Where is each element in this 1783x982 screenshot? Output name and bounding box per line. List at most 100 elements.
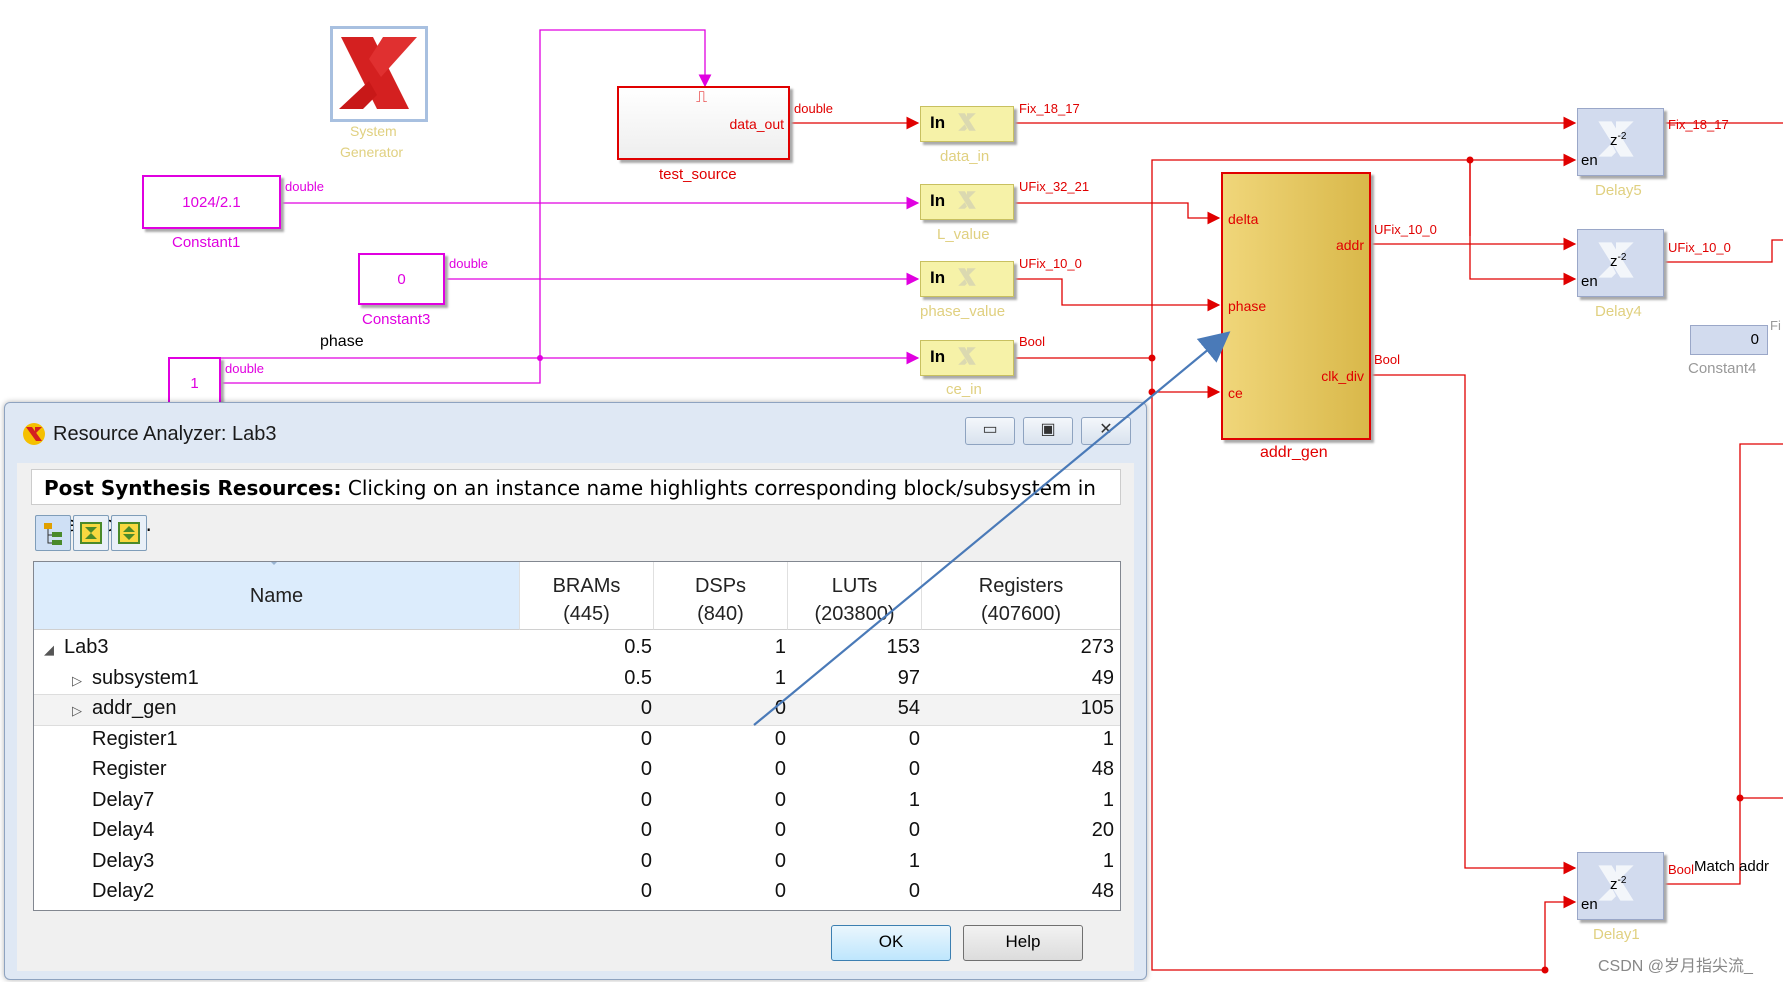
cell-brams: 0.5 (624, 636, 652, 658)
port-delta: delta (1228, 211, 1259, 227)
signal-ufix-32-21: UFix_32_21 (1019, 179, 1090, 194)
xilinx-logo-icon (339, 37, 417, 109)
magenta-wires (221, 29, 920, 384)
match-addr-label: Match addr (1694, 858, 1770, 875)
dialog-body: Post Synthesis Resources: Clicking on an… (17, 463, 1134, 971)
expander-icon[interactable]: ▷ (72, 703, 82, 718)
signal-ufix-10-0-a: UFix_10_0 (1019, 256, 1082, 271)
ok-button[interactable]: OK (831, 925, 951, 961)
delay1-name: Delay1 (1593, 926, 1640, 943)
cell-regs: 1 (1102, 849, 1114, 872)
expander-icon[interactable]: ◢ (44, 642, 54, 657)
delay-en-port: en (1581, 896, 1598, 913)
maximize-button[interactable]: ▣ (1023, 417, 1073, 445)
close-button[interactable]: ✕ (1081, 417, 1131, 445)
hierarchy-view-button[interactable] (35, 515, 71, 551)
expand-all-button[interactable] (111, 515, 147, 551)
instance-name[interactable]: Register1 (92, 727, 178, 750)
delay4-block[interactable]: z-2 en (1577, 229, 1664, 297)
instance-name[interactable]: subsystem1 (92, 666, 199, 689)
table-row[interactable]: ▷ addr_gen 0 0 54 105 (34, 694, 1120, 726)
watermark: CSDN @岁月指尖流_ (1598, 958, 1753, 975)
cell-dsps: 0 (774, 697, 786, 719)
sysgen-app-icon (23, 423, 45, 445)
cell-regs: 105 (1080, 697, 1114, 719)
instance-name[interactable]: Delay7 (92, 788, 155, 811)
gateway-in-label: In (930, 113, 946, 132)
collapse-all-button[interactable] (73, 515, 109, 551)
gateway-l-value[interactable]: In (920, 184, 1014, 220)
delay1-block[interactable]: z-2 en (1577, 852, 1664, 920)
xilinx-mini-icon (958, 191, 976, 209)
constant-one-block[interactable]: 1 (168, 357, 221, 409)
cell-brams: 0.5 (624, 666, 652, 689)
instance-name[interactable]: Lab3 (64, 636, 109, 658)
cell-dsps: 0 (774, 727, 786, 750)
column-header-name[interactable]: Name (34, 562, 520, 630)
cell-regs: 48 (1091, 758, 1114, 780)
cell-regs: 273 (1080, 636, 1114, 658)
cell-brams: 0 (640, 697, 652, 719)
gateway-ce-in[interactable]: In (920, 340, 1014, 376)
instance-name[interactable]: Delay2 (92, 880, 155, 902)
tree-icon (44, 523, 62, 545)
instance-name[interactable]: Delay3 (92, 849, 155, 872)
delay-z: z-2 (1610, 875, 1627, 893)
signal-ufix-10-0-b: UFix_10_0 (1374, 222, 1437, 237)
cell-luts: 1 (908, 788, 920, 811)
delay-en-port: en (1581, 273, 1598, 290)
sort-arrow-icon (267, 562, 281, 565)
signal-fix-18-17: Fix_18_17 (1019, 101, 1080, 116)
cell-luts: 54 (897, 697, 920, 719)
constant3-block[interactable]: 0 (358, 253, 445, 305)
cell-brams: 0 (640, 849, 652, 872)
signal-double-2: double (449, 256, 489, 271)
constant1-block[interactable]: 1024/2.1 (142, 175, 281, 229)
delay5-block[interactable]: z-2 en (1577, 108, 1664, 176)
gateway-ce-in-name: ce_in (946, 381, 982, 398)
constant4-block[interactable]: 0 (1690, 325, 1768, 355)
instance-name[interactable]: Register (92, 758, 167, 780)
signal-bool-b: Bool (1374, 352, 1401, 367)
xilinx-mini-icon (1598, 242, 1634, 278)
addr-gen-block[interactable]: delta phase ce addr clk_div (1221, 172, 1371, 440)
port-phase: phase (1228, 298, 1267, 314)
port-ce: ce (1228, 385, 1243, 401)
gateway-data-in[interactable]: In (920, 106, 1014, 142)
column-header-dsps[interactable]: DSPs(840) (654, 562, 788, 630)
xilinx-mini-icon (958, 347, 976, 365)
gateway-phase-value[interactable]: In (920, 261, 1014, 297)
column-header-registers[interactable]: Registers(407600) (922, 562, 1120, 630)
cell-luts: 0 (908, 880, 920, 902)
system-generator-block[interactable] (330, 26, 428, 122)
cell-brams: 0 (640, 727, 652, 750)
cell-dsps: 0 (774, 758, 786, 780)
cell-dsps: 1 (774, 636, 786, 658)
delay-en-port: en (1581, 152, 1598, 169)
expander-icon[interactable]: ▷ (72, 672, 82, 688)
minimize-button[interactable]: ▭ (965, 417, 1015, 445)
sysgen-label-2: Generator (340, 144, 404, 160)
port-clk-div: clk_div (1321, 368, 1364, 384)
dialog-title: Resource Analyzer: Lab3 (53, 423, 277, 445)
instance-name[interactable]: Delay4 (92, 819, 155, 841)
constant4-value: 0 (1750, 331, 1759, 348)
instance-name[interactable]: addr_gen (92, 697, 177, 719)
column-header-brams[interactable]: BRAMs(445) (520, 562, 654, 630)
column-header-luts[interactable]: LUTs(203800) (788, 562, 922, 630)
cell-luts: 0 (908, 727, 920, 750)
resource-analyzer-dialog: Resource Analyzer: Lab3 ▭ ▣ ✕ Post Synth… (4, 402, 1147, 980)
test-source-block[interactable]: ⎍ data_out (617, 86, 790, 160)
signal-bool-a: Bool (1019, 334, 1046, 349)
constant4-name: Constant4 (1688, 360, 1757, 377)
cell-brams: 0 (640, 758, 652, 780)
help-button[interactable]: Help (963, 925, 1083, 961)
